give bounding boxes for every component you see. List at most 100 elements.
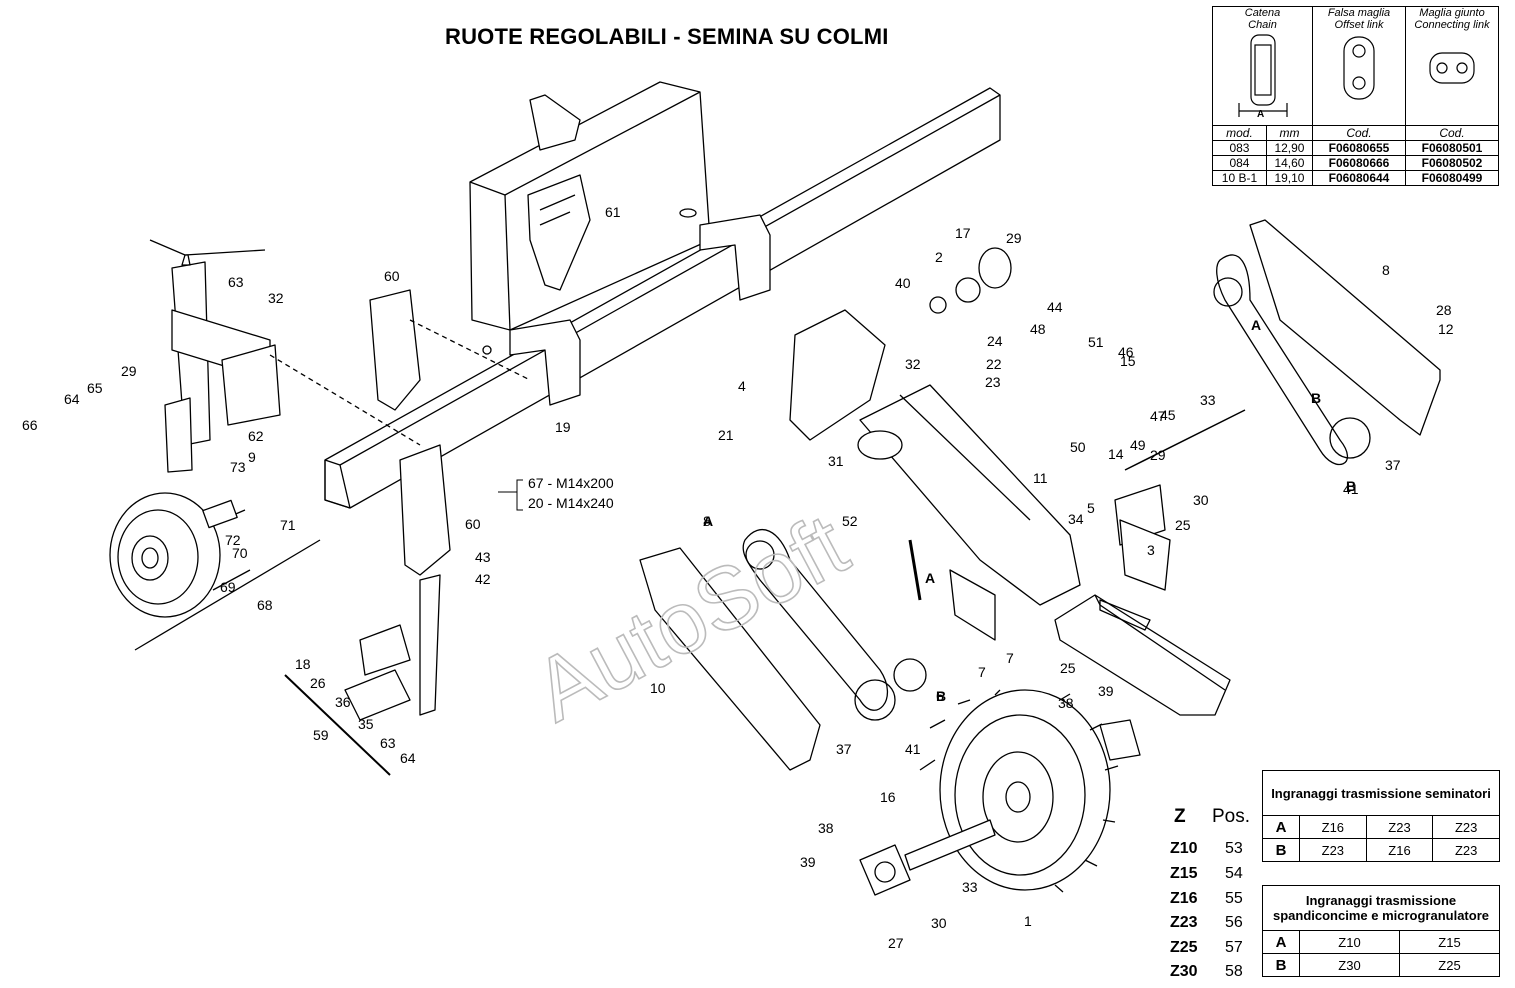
callout-label: 59 [313,727,329,743]
callout-label: 65 [87,380,103,396]
callout-label: 30 [1193,492,1209,508]
assembly-lines [269,319,531,446]
bolt-note-67: 67 - M14x200 [528,475,614,491]
callout-label: 32 [268,290,284,306]
callout-label: 41 [905,741,921,757]
callout-label: 34 [1068,511,1084,527]
callout-label: 66 [22,417,38,433]
callout-label: 37 [836,741,852,757]
callout-label: 33 [1200,392,1216,408]
cell: B [1262,838,1300,862]
table-row: 083 12,90 F06080655 F06080501 [1212,140,1499,156]
hub-axle [859,719,1141,896]
callout-label: 41 [1343,481,1359,497]
frame-arm [789,309,1081,606]
z-label: Z30 [1170,963,1198,980]
gear-table-1-title: Ingranaggi trasmissione seminatori [1262,770,1500,816]
callout-label: 64 [64,391,80,407]
callout-label: 64 [400,750,416,766]
z-pos: 55 [1225,890,1243,907]
cell: A [1262,815,1300,839]
main-beam [324,87,1001,509]
callout-label: 69 [220,579,236,595]
cell: F06080644 [1312,170,1406,186]
callout-label: 52 [842,513,858,529]
z-header: Z [1174,806,1186,827]
z-label: Z10 [1170,840,1198,857]
callout-label: 7 [978,664,986,680]
cell: 10 B-1 [1212,170,1267,186]
callout-label: 63 [228,274,244,290]
small-parts [908,247,1246,641]
table-row: 084 14,60 F06080666 F06080502 [1212,155,1499,171]
connecting-link-header-cell: Maglia giunto Connecting link [1405,6,1499,126]
cell: B [1262,953,1300,977]
gear-table-seeders: Ingranaggi trasmissione seminatori A Z16… [1262,770,1500,862]
gear-table-fertilizer: Ingranaggi trasmissione spandiconcime e … [1262,885,1501,977]
callout-label: 48 [1030,321,1046,337]
callout-label: 50 [1070,439,1086,455]
chain-guard-left [639,547,821,771]
callout-label: 73 [230,459,246,475]
cell: 19,10 [1265,170,1314,186]
left-bracket [149,239,281,473]
callout-label: 63 [380,735,396,751]
callout-label: 14 [1108,446,1124,462]
gear-table-2-title: Ingranaggi trasmissione spandiconcime e … [1262,885,1500,931]
z-pos: 54 [1225,865,1243,882]
cell: 12,90 [1265,140,1314,156]
offset-header-it: Falsa maglia [1327,7,1391,19]
callout-label: 9 [248,449,256,465]
callout-label: 72 [225,532,241,548]
cell: Z23 [1365,815,1434,839]
callout-label: 2 [935,249,943,265]
cell: 14,60 [1265,155,1314,171]
cell: Z23 [1432,838,1500,862]
connect-header-en: Connecting link [1414,19,1490,31]
subheader-mm: mm [1265,125,1314,141]
cell: F06080655 [1312,140,1406,156]
callout-label: 70 [232,545,248,561]
callout-label: 30 [931,915,947,931]
callout-label: 24 [987,333,1003,349]
table-row: B Z23 Z16 Z23 [1262,838,1500,862]
callout-label: 42 [475,571,491,587]
callout-label: 32 [905,356,921,372]
dimension-label: A [1257,109,1264,119]
z-pos: 53 [1225,840,1243,857]
z-label: Z25 [1170,939,1198,956]
callout-label: 71 [280,517,296,533]
cell: Z30 [1299,953,1400,977]
callout-label: 8 [1382,262,1390,278]
callout-label: 68 [257,597,273,613]
callout-label: 49 [1130,437,1146,453]
callout-label: 39 [800,854,816,870]
callout-label: A [925,570,935,586]
skid-6 [1054,594,1231,716]
cell: F06080499 [1405,170,1499,186]
callout-label: 61 [605,204,621,220]
callout-label: 35 [358,716,374,732]
share-tine [344,624,411,721]
watermark: AutoSoft [518,494,863,740]
callout-label: B [1311,390,1321,406]
callout-label: 43 [475,549,491,565]
callout-label: 18 [295,656,311,672]
chain-header-cell: Catena Chain A [1212,6,1313,126]
cell: Z23 [1299,838,1367,862]
callout-label: 4 [738,378,746,394]
callout-label: 12 [1438,321,1454,337]
callout-label: 10 [650,680,666,696]
chain-header-it: Catena [1244,7,1281,19]
z-label: Z16 [1170,890,1198,907]
callout-label: 38 [818,820,834,836]
z-pos: 56 [1225,914,1243,931]
callout-label: 25 [1060,660,1076,676]
z-pos: 57 [1225,939,1243,956]
z-label: Z15 [1170,865,1198,882]
callout-label: 3 [1147,542,1155,558]
cell: Z25 [1398,953,1501,977]
callout-label: 37 [1385,457,1401,473]
cell: Z16 [1299,815,1367,839]
